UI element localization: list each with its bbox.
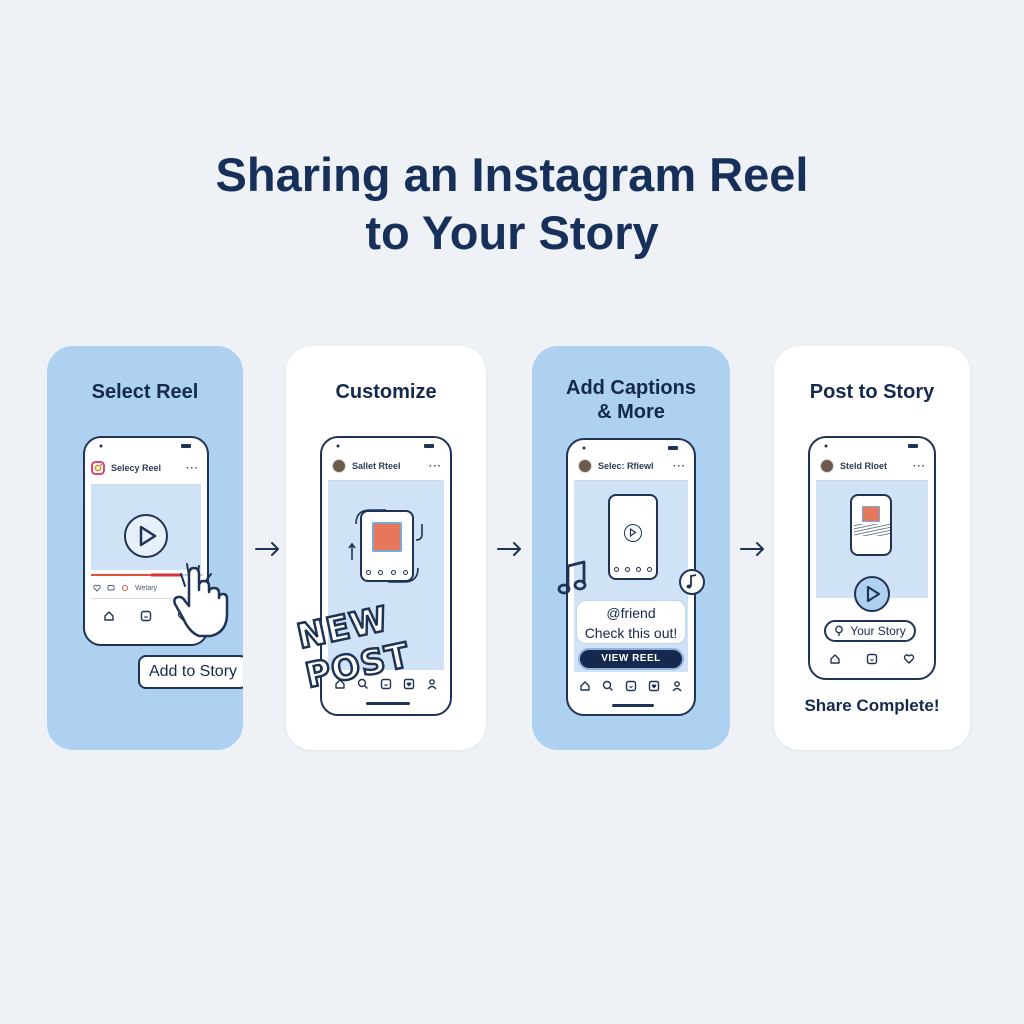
reels-icon[interactable] [140,610,152,622]
reel-preview-frame [850,494,892,556]
step-card-add-captions: Add Captions & More Selec: Rfiewl ··· @f… [532,346,730,750]
phone-mockup: Selec: Rfiewl ··· @friend Check this out… [566,438,696,716]
play-button[interactable] [854,576,890,612]
stats-text: Wetary [135,584,158,592]
view-reel-button[interactable]: VIEW REEL [578,648,684,670]
home-indicator [612,704,654,707]
step-label: Customize [335,381,437,403]
step-label-line-2: & More [597,401,665,423]
arrow-right-icon [497,542,521,556]
step-card-post-to-story: Post to Story Steld Rloet ··· Your Story… [774,346,970,750]
rotate-handles[interactable] [346,504,428,588]
home-icon[interactable] [829,653,841,665]
home-indicator [366,702,410,705]
more-icon[interactable]: ··· [429,460,442,472]
mini-nav [614,567,652,573]
title-line-1: Sharing an Instagram Reel [215,148,809,201]
phone-header-title: Selec: Rfiewl [598,461,654,471]
bottom-nav [328,670,444,698]
step-card-customize: Customize Sallet Rteel ··· [286,346,486,750]
mini-nav [366,570,408,576]
home-icon[interactable] [334,678,346,690]
location-pin-icon [835,625,844,636]
heart-icon[interactable] [403,678,415,690]
your-story-button[interactable]: Your Story [824,620,916,642]
reel-preview-frame[interactable] [360,510,414,582]
caption-text: Check this out! [584,625,678,641]
status-bar [99,444,191,448]
more-icon[interactable]: ··· [913,460,926,472]
reel-thumbnail [372,522,402,552]
phone-header: Steld Rloet ··· [820,456,926,476]
status-bar [582,446,678,450]
step-label: Select Reel [91,381,199,403]
share-complete-text: Share Complete! [804,696,940,715]
heart-outline-icon[interactable] [93,584,101,592]
share-icon[interactable] [121,584,129,592]
page-title: Sharing an Instagram Reel to Your Story [0,146,1024,262]
reel-preview-frame[interactable] [608,494,658,580]
phone-mockup: Sallet Rteel ··· [320,436,452,716]
phone-mockup: Selecy Reel ··· Wetary [83,436,209,646]
reels-icon[interactable] [625,680,637,692]
phone-header-title: Steld Rloet [840,461,888,471]
add-to-story-button[interactable]: Add to Story [138,655,243,689]
caption-text-box[interactable]: @friend Check this out! [576,600,686,644]
step-label-line-1: Add Captions [566,377,696,399]
profile-icon[interactable] [671,680,683,692]
more-icon[interactable]: ··· [186,462,199,474]
play-icon [624,524,642,542]
heart-icon[interactable] [903,653,915,665]
comment-icon[interactable] [107,584,115,592]
home-icon[interactable] [579,680,591,692]
status-bar [824,444,918,448]
more-icon[interactable]: ··· [673,460,686,472]
step-label: Add Captions & More [532,376,730,424]
step-label: Post to Story [809,381,935,403]
search-icon[interactable] [357,678,369,690]
avatar [820,459,834,473]
play-icon [139,525,157,547]
music-sticker-icon[interactable] [678,568,706,596]
arrow-right-icon [740,542,764,556]
mini-header [614,504,652,512]
profile-icon[interactable] [426,678,438,690]
reels-icon[interactable] [866,653,878,665]
reel-thumbnail [862,506,880,522]
avatar [578,459,592,473]
phone-header: Selec: Rfiewl ··· [578,456,686,476]
phone-header-title: Sallet Rteel [352,461,401,471]
music-note-icon[interactable] [556,558,590,598]
bottom-nav [574,672,688,700]
phone-header-title: Selecy Reel [111,463,162,473]
heart-icon[interactable] [648,680,660,692]
divider [91,598,201,599]
instagram-icon [91,461,105,475]
play-icon [866,585,881,603]
mini-sticker [854,524,890,536]
search-icon[interactable] [602,680,614,692]
status-bar [336,444,434,448]
caption-mention: @friend [606,605,656,621]
home-icon[interactable] [103,610,115,622]
play-button[interactable] [124,514,168,558]
progress-bar [91,573,203,577]
post-stats: Wetary [93,584,157,592]
arrow-right-icon [255,542,279,556]
step-card-select-reel: Select Reel Selecy Reel ··· Wetary Add [47,346,243,750]
phone-mockup: Steld Rloet ··· Your Story [808,436,936,680]
hand-pointer-icon [173,563,229,638]
bottom-nav [816,646,928,672]
reels-icon[interactable] [380,678,392,690]
avatar [332,459,346,473]
phone-header: Selecy Reel ··· [91,458,199,478]
your-story-label: Your Story [850,624,906,638]
phone-header: Sallet Rteel ··· [332,456,442,476]
title-line-2: to Your Story [365,206,659,259]
